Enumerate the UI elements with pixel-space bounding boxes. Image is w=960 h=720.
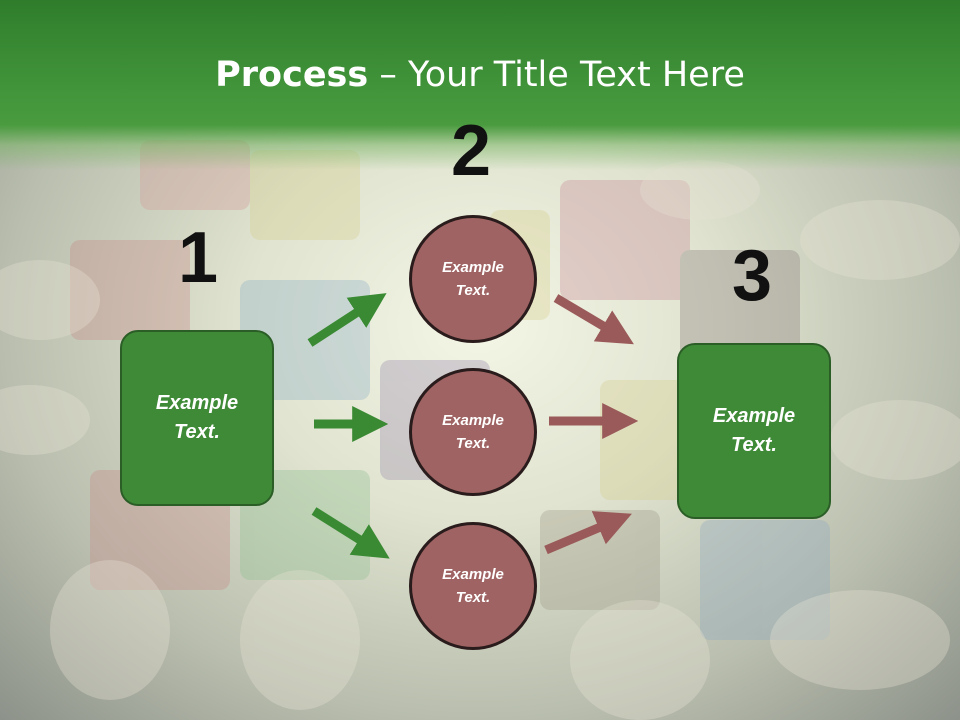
hand-decor <box>0 260 100 340</box>
hand-decor <box>0 385 90 455</box>
hand-decor <box>640 160 760 220</box>
circle-top-label: Example Text. <box>442 259 504 299</box>
left-step-box: Example Text. <box>120 330 274 506</box>
green-arrow-up <box>307 293 387 347</box>
circle-middle-label: Example Text. <box>442 412 504 452</box>
puzzle-piece-decor <box>250 150 360 240</box>
title-bold-word: Process <box>215 55 369 95</box>
title-rest: – Your Title Text Here <box>368 55 745 95</box>
title-band <box>0 0 960 170</box>
puzzle-piece-decor <box>560 180 690 300</box>
red-arrow-down <box>553 294 634 345</box>
circle-top: Example Text. <box>409 215 537 343</box>
hand-decor <box>570 600 710 720</box>
circle-bottom: Example Text. <box>409 522 537 650</box>
puzzle-piece-decor <box>680 250 800 360</box>
circle-middle: Example Text. <box>409 368 537 496</box>
step-number-1: 1 <box>178 218 219 298</box>
green-arrow-down <box>311 507 390 559</box>
hand-decor <box>240 570 360 710</box>
hand-decor <box>800 200 960 280</box>
red-arrow-up <box>544 511 632 555</box>
right-step-label: Example Text. <box>712 405 796 456</box>
circle-bottom-label: Example Text. <box>442 566 504 606</box>
left-step-label: Example Text. <box>155 392 239 443</box>
puzzle-piece-decor <box>70 240 190 340</box>
slide-title: Process – Your Title Text Here <box>0 52 960 98</box>
right-step-box: Example Text. <box>677 343 831 519</box>
hand-decor <box>50 560 170 700</box>
hand-decor <box>830 400 960 480</box>
puzzle-piece-decor <box>240 470 370 580</box>
hand-decor <box>770 590 950 690</box>
puzzle-piece-decor <box>700 520 830 640</box>
step-number-3: 3 <box>732 236 773 316</box>
step-number-2: 2 <box>451 111 492 191</box>
